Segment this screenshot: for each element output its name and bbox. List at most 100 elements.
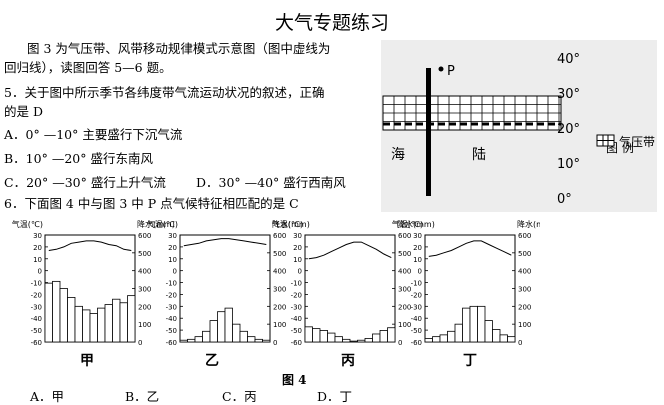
temperature-tick-label: -40 [291, 315, 302, 323]
temperature-curve [183, 238, 267, 247]
climate-chart-3: 气温(℃)降水(mm)3020100-10-20-30-40-50-606005… [272, 219, 435, 347]
temperature-tick-label: -60 [31, 339, 42, 347]
precipitation-bar-month-9 [104, 304, 113, 343]
precipitation-bar-month-5 [334, 336, 343, 343]
precipitation-tick-label: 100 [398, 321, 411, 329]
latitude-30: 30° [557, 87, 580, 102]
precipitation-tick-label: 0 [398, 339, 402, 347]
precipitation-bar-month-11 [379, 330, 388, 343]
temperature-tick-label: -30 [291, 303, 302, 311]
point-p-marker [438, 66, 444, 72]
precipitation-bar-month-1 [44, 282, 53, 343]
chart-name-bing: 丙 [341, 353, 355, 369]
answer-d: D．丁 [317, 389, 353, 404]
climate-chart-2: 气温(℃)降水(mm)3020100-10-20-30-40-50-606005… [147, 219, 310, 347]
latitude-40: 40° [557, 52, 580, 67]
precipitation-bar-month-2 [52, 280, 61, 343]
legend-swatch [596, 134, 615, 147]
precipitation-tick-label: 200 [398, 303, 411, 311]
question-5-line-1: 5．关于图中所示季节各纬度带气流运动状况的叙述，正确 [4, 85, 325, 100]
precipitation-bar-month-3 [319, 330, 328, 343]
precipitation-tick-label: 500 [138, 250, 151, 258]
precipitation-bar-month-12 [262, 339, 271, 343]
temperature-axis-title: 气温(℃) [147, 219, 178, 229]
precipitation-tick-label: 100 [518, 321, 531, 329]
latitude-10: 10° [557, 157, 580, 172]
question-5-line-2: 的是 D [4, 104, 43, 119]
precipitation-bar-month-6 [82, 309, 91, 343]
temperature-tick-label: -60 [291, 339, 302, 347]
precipitation-tick-label: 600 [138, 232, 151, 240]
precipitation-bar-month-3 [59, 288, 68, 343]
precipitation-bar-month-12 [387, 327, 396, 343]
precipitation-bar-month-6 [462, 307, 471, 343]
precipitation-bar-month-7 [349, 340, 358, 343]
chart-name-yi: 乙 [205, 353, 219, 369]
temperature-tick-label: 10 [293, 256, 302, 264]
temperature-tick-label: 20 [413, 244, 422, 252]
precipitation-tick-label: 0 [138, 339, 142, 347]
precipitation-tick-label: 200 [273, 303, 286, 311]
precipitation-bar-month-1 [304, 326, 313, 343]
precipitation-tick-label: 400 [398, 268, 411, 276]
precipitation-tick-label: 0 [518, 339, 522, 347]
chart-name-jia: 甲 [80, 353, 94, 369]
precipitation-bar-month-11 [254, 338, 263, 343]
chart-name-ding: 丁 [463, 353, 477, 369]
precipitation-axis-title: 降水(mm) [137, 219, 175, 229]
precipitation-bar-month-10 [372, 333, 381, 343]
precipitation-bar-month-3 [439, 334, 448, 343]
precipitation-bar-month-11 [119, 302, 128, 343]
precipitation-tick-label: 500 [518, 250, 531, 258]
page-title: 大气专题练习 [274, 12, 389, 34]
precipitation-bar-month-8 [232, 323, 241, 343]
figure-4: 气温(℃)降水(mm)3020100-10-20-30-40-50-606005… [12, 219, 540, 347]
sea-label: 海 [391, 147, 405, 163]
precipitation-tick-label: 0 [273, 339, 277, 347]
precipitation-bar-month-4 [202, 330, 211, 343]
precipitation-tick-label: 300 [273, 286, 286, 294]
precipitation-bar-month-12 [507, 336, 516, 343]
legend-item-label: 气压带 [619, 134, 655, 149]
precipitation-bar-month-8 [357, 339, 366, 343]
climate-chart-1: 气温(℃)降水(mm)3020100-10-20-30-40-50-606005… [12, 219, 175, 347]
precipitation-bar-month-10 [247, 336, 256, 343]
question-6: 6．下面图 4 中与图 3 中 P 点气候特征相匹配的是 C [4, 196, 299, 211]
intro-line-2: 回归线），读图回答 5—6 题。 [4, 60, 172, 75]
precipitation-bar-month-4 [327, 332, 336, 343]
precipitation-bar-month-3 [194, 336, 203, 343]
option-b: B．10° —20° 盛行东南风 [4, 151, 153, 166]
temperature-tick-label: -30 [166, 303, 177, 311]
climate-chart-4: 气温(℃)降水(mm)3020100-10-20-30-40-50-606005… [392, 219, 540, 347]
temperature-tick-label: -40 [31, 315, 42, 323]
precipitation-bar-month-12 [127, 295, 136, 343]
temperature-tick-label: -20 [31, 291, 42, 299]
temperature-tick-label: -10 [291, 280, 302, 288]
latitude-20: 20° [557, 122, 580, 137]
precipitation-tick-label: 200 [138, 303, 151, 311]
precipitation-tick-label: 400 [273, 268, 286, 276]
temperature-curve [428, 240, 512, 257]
temperature-tick-label: 20 [168, 244, 177, 252]
precipitation-axis-title: 降水(mm) [272, 219, 310, 229]
precipitation-bar-month-5 [209, 320, 218, 343]
coastline-bar [426, 68, 431, 196]
point-p-label: P [447, 64, 455, 79]
precipitation-bar-month-8 [477, 305, 486, 343]
temperature-tick-label: -50 [31, 327, 42, 335]
intro-line-1: 图 3 为气压带、风带移动规律模式示意图（图中虚线为 [27, 41, 331, 56]
temperature-tick-label: 10 [33, 256, 42, 264]
temperature-tick-label: -50 [166, 327, 177, 335]
precipitation-tick-label: 200 [518, 303, 531, 311]
answer-c: C．丙 [222, 389, 257, 404]
precipitation-bar-month-2 [187, 338, 196, 343]
option-a: A．0° —10° 主要盛行下沉气流 [4, 127, 183, 142]
temperature-tick-label: -10 [166, 280, 177, 288]
option-d: D．30° —40° 盛行西南风 [196, 175, 346, 190]
precipitation-tick-label: 600 [273, 232, 286, 240]
precipitation-bar-month-9 [484, 320, 493, 343]
temperature-tick-label: -20 [166, 291, 177, 299]
precipitation-bar-month-5 [74, 305, 83, 343]
answer-b: B．乙 [125, 389, 160, 404]
chart-frame [304, 234, 396, 343]
